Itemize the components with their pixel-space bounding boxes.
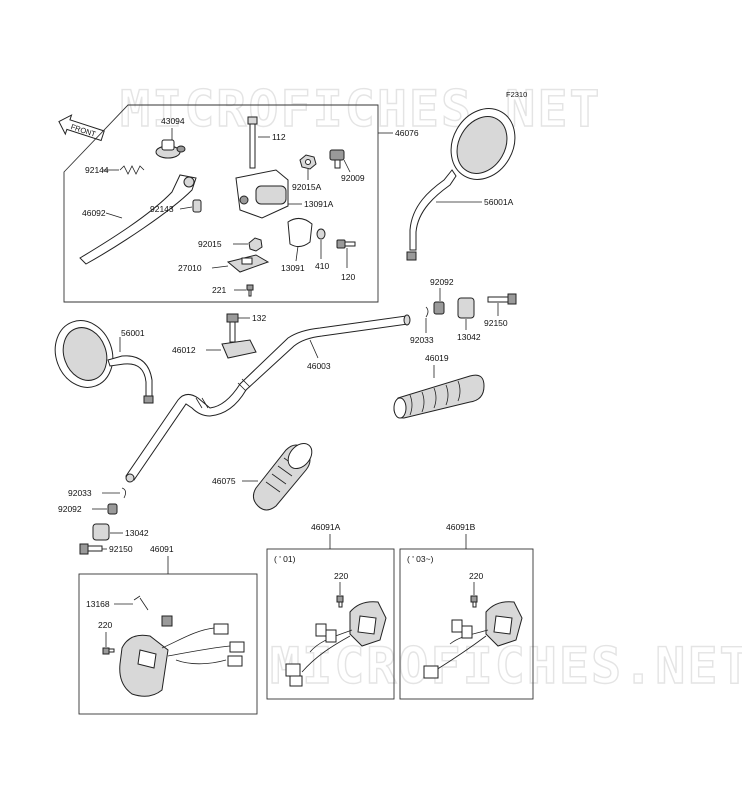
handlebar-part: [125, 314, 411, 483]
brake-lever-part: [79, 174, 197, 265]
label-92143: 92143: [150, 204, 174, 214]
label-13091: 13091: [281, 263, 305, 273]
left-grip-part: [252, 442, 313, 511]
switch-housing-46091-part: [119, 595, 245, 697]
ring-92033-top-part: [425, 306, 429, 318]
label-92033-top: 92033: [410, 335, 434, 345]
label-92015: 92015: [198, 239, 222, 249]
ring-92033-bottom-part: [121, 487, 126, 499]
mirror-right-part: [406, 108, 516, 261]
bolt-92150-bottom-part: [79, 543, 103, 555]
nut-92092-bottom-part: [107, 503, 118, 515]
master-cylinder-part: [235, 169, 289, 219]
label-46092: 46092: [82, 208, 106, 218]
label-410: 410: [315, 261, 329, 271]
label-220-c: 220: [469, 571, 483, 581]
label-43094: 43094: [161, 116, 185, 126]
label-220-b: 220: [334, 571, 348, 581]
screw-221-part: [246, 284, 254, 297]
holder-46012-part: [221, 313, 257, 359]
label-92150-bottom: 92150: [109, 544, 133, 554]
label-46012: 46012: [172, 345, 196, 355]
label-46091B: 46091B: [446, 522, 476, 532]
switch-46091A-box: [266, 548, 395, 700]
label-46091A: 46091A: [311, 522, 341, 532]
label-92009: 92009: [341, 173, 365, 183]
switch-housing-46091B-part: [423, 601, 523, 679]
reservoir-cap-part: [155, 139, 186, 159]
weight-13042-top-part: [457, 297, 475, 319]
label-221: 221: [212, 285, 226, 295]
label-13091A: 13091A: [304, 199, 334, 209]
label-46091: 46091: [150, 544, 174, 554]
label-13042-bottom: 13042: [125, 528, 149, 538]
screw-220-c-part: [470, 595, 478, 608]
label-46019: 46019: [425, 353, 449, 363]
label-92150-top: 92150: [484, 318, 508, 328]
mirror-left-part: [54, 320, 154, 404]
label-46003: 46003: [307, 361, 331, 371]
label-46075: 46075: [212, 476, 236, 486]
screw-220-a-part: [102, 647, 115, 655]
label-27010: 27010: [178, 263, 202, 273]
bleeder-92009-part: [329, 149, 345, 169]
label-13168: 13168: [86, 599, 110, 609]
label-13042-top: 13042: [457, 332, 481, 342]
bolt-92150-top-part: [487, 293, 517, 305]
pivot-92143-part: [192, 199, 202, 213]
label-132: 132: [252, 313, 266, 323]
label-220-a: 220: [98, 620, 112, 630]
switch-housing-46091A-part: [285, 601, 387, 687]
nut-92015-part: [248, 237, 263, 252]
watermark-top: MICROFICHES.NET: [120, 80, 602, 138]
bolt-112-part: [247, 116, 258, 169]
screw-220-b-part: [336, 595, 344, 608]
figure-code: F2310: [506, 90, 527, 99]
label-112: 112: [272, 132, 286, 142]
box3-note: ( ' 03~): [407, 554, 434, 564]
front-arrow-icon: FRONT: [58, 114, 105, 142]
weight-13042-bottom-part: [92, 523, 110, 541]
label-92092-top: 92092: [430, 277, 454, 287]
label-92015A: 92015A: [292, 182, 322, 192]
brake-assembly-box: [63, 104, 379, 303]
bolt-120-part: [336, 239, 356, 249]
label-56001A: 56001A: [484, 197, 514, 207]
label-46076: 46076: [395, 128, 419, 138]
box2-note: ( ' 01): [274, 554, 296, 564]
label-56001: 56001: [121, 328, 145, 338]
spring-92144-part: [119, 165, 145, 175]
watermark-bottom: MICROFICHES.NET: [270, 637, 742, 695]
label-92033-bottom: 92033: [68, 488, 92, 498]
label-120: 120: [341, 272, 355, 282]
nut-92092-top-part: [433, 301, 445, 315]
switch-27010-part: [226, 254, 270, 273]
switch-46091B-box: [399, 548, 534, 700]
washer-410-part: [316, 228, 326, 240]
nut-92015A-part: [299, 154, 317, 170]
label-92144: 92144: [85, 165, 109, 175]
clamp-13091-part: [287, 218, 313, 248]
throttle-grip-part: [393, 374, 485, 419]
label-92092-bottom: 92092: [58, 504, 82, 514]
